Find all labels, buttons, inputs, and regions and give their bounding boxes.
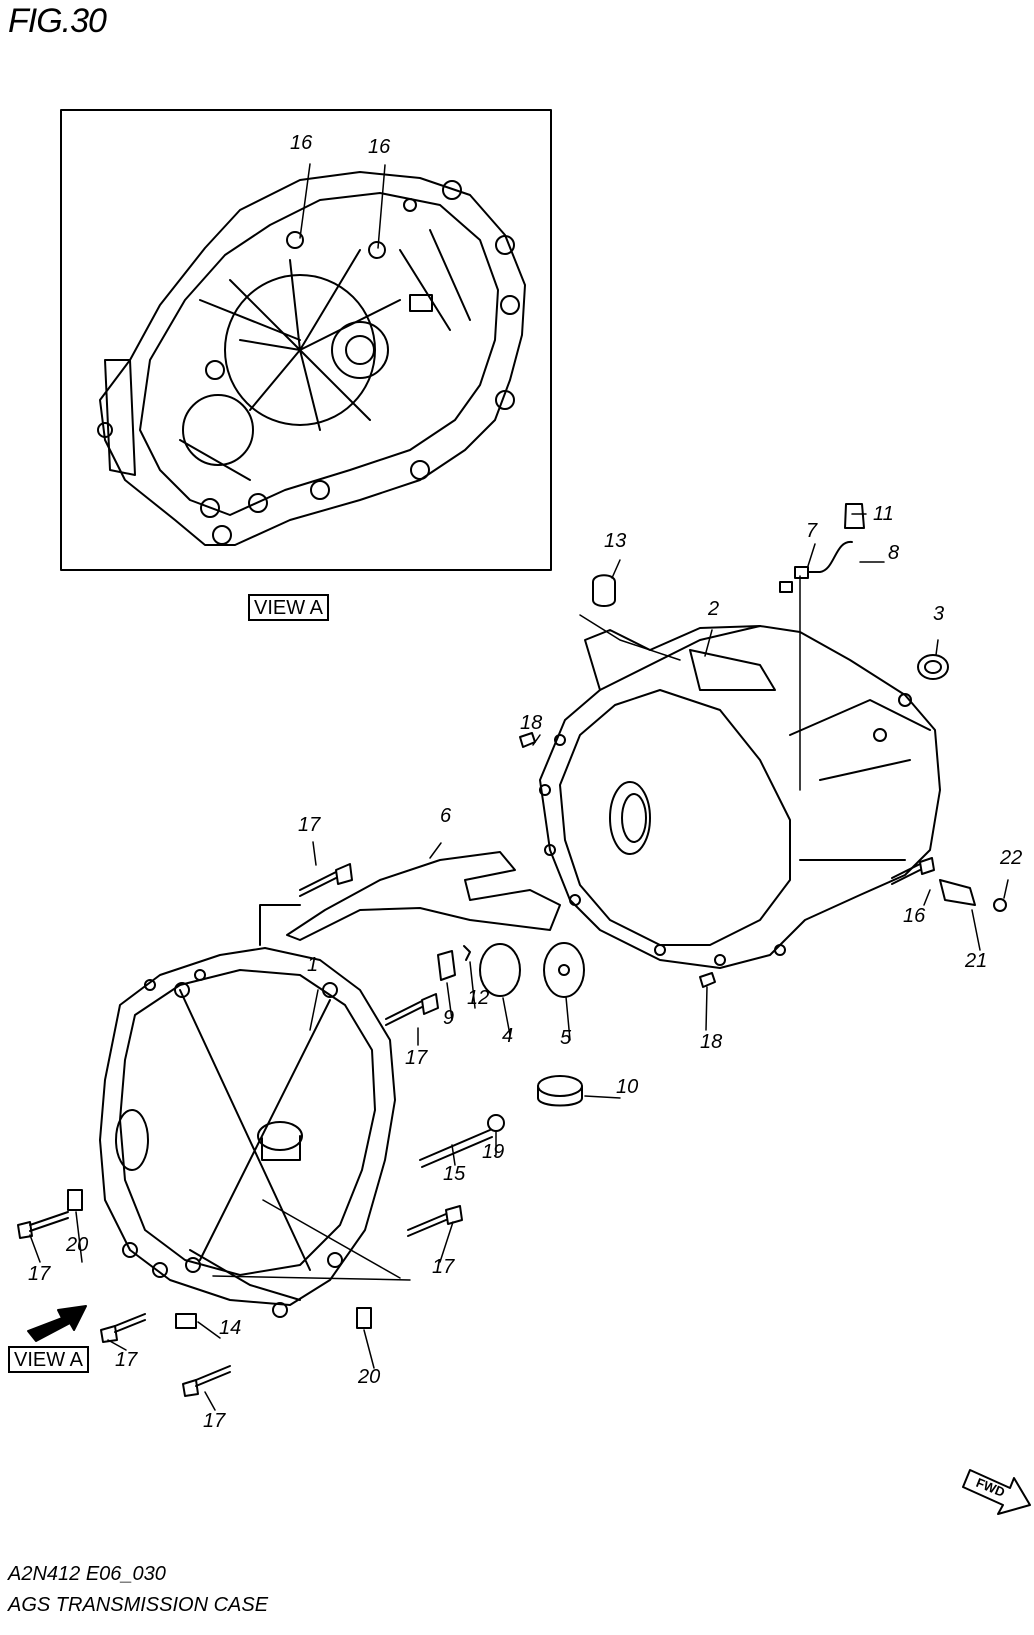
leader-lines [29, 163, 1009, 1411]
callout-17: 17 [405, 1047, 428, 1069]
callout-18: 18 [700, 1031, 723, 1053]
callout-17: 17 [432, 1256, 455, 1278]
callout-18: 18 [520, 712, 543, 734]
callout-3: 3 [933, 603, 945, 625]
callout-5: 5 [560, 1027, 572, 1049]
callout-16: 16 [290, 132, 313, 154]
callout-16: 16 [368, 136, 391, 158]
callout-7: 7 [806, 520, 818, 542]
callout-10: 10 [616, 1076, 639, 1098]
callout-2: 2 [708, 598, 720, 620]
callout-20: 20 [66, 1234, 89, 1256]
callout-13: 13 [604, 530, 627, 552]
figure-title: FIG.30 [8, 2, 107, 40]
small-parts-drawing [67, 503, 1007, 1329]
view-a-label-inset: VIEW A [248, 594, 329, 621]
callout-17: 17 [298, 814, 321, 836]
callout-17: 17 [28, 1263, 51, 1285]
callout-15: 15 [443, 1163, 466, 1185]
callout-4: 4 [502, 1025, 514, 1047]
inset-housing-drawing [97, 171, 526, 546]
callout-14: 14 [219, 1317, 242, 1339]
callout-20: 20 [358, 1366, 381, 1388]
callout-17: 17 [115, 1349, 138, 1371]
bracket-drawing [286, 851, 561, 941]
callout-19: 19 [482, 1141, 505, 1163]
callout-21: 21 [965, 950, 988, 972]
inset-frame [60, 109, 552, 571]
view-a-label-arrow: VIEW A [8, 1346, 89, 1373]
callout-17: 17 [203, 1410, 226, 1432]
callout-9: 9 [443, 1007, 455, 1029]
callout-11: 11 [873, 503, 894, 525]
fwd-arrow-shape [962, 1469, 1031, 1515]
figure-caption: AGS TRANSMISSION CASE [8, 1594, 269, 1616]
callout-16: 16 [903, 905, 926, 927]
view-a-arrow [27, 1305, 87, 1342]
callout-6: 6 [440, 805, 452, 827]
clutch-housing-drawing [99, 904, 396, 1318]
bolts-drawing [17, 857, 935, 1397]
callout-1: 1 [307, 954, 319, 976]
transmission-case-drawing [539, 625, 941, 969]
figure-code: A2N412 E06_030 [8, 1563, 166, 1585]
callout-8: 8 [888, 542, 900, 564]
callout-12: 12 [467, 987, 490, 1009]
callout-22: 22 [1000, 847, 1023, 869]
